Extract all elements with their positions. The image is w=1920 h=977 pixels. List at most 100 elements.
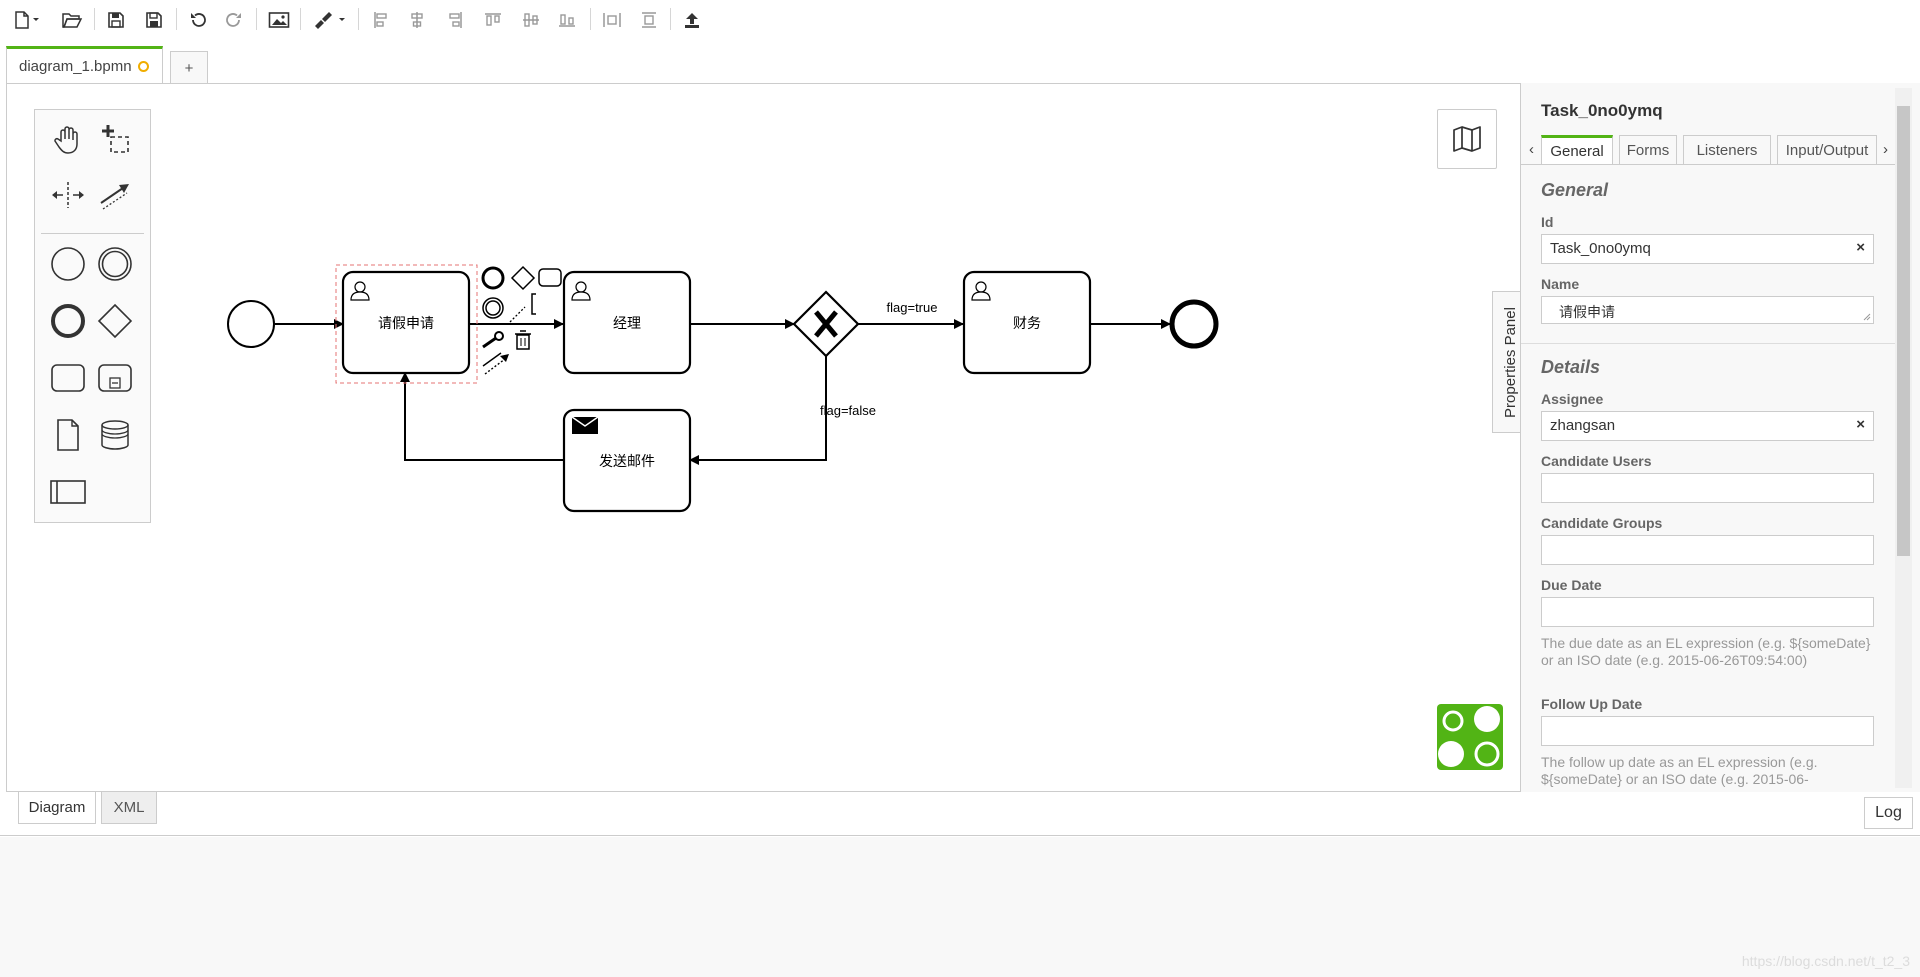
append-intermediate-event-icon[interactable]	[482, 297, 504, 319]
toolbar	[0, 0, 1920, 40]
deploy-icon[interactable]	[680, 6, 704, 34]
user-task-icon	[350, 281, 370, 301]
task-tool-icon[interactable]	[45, 355, 91, 401]
tabs-scroll-right-icon[interactable]: ›	[1883, 141, 1888, 158]
watermark: https://blog.csdn.net/t_t2_3	[1741, 953, 1910, 969]
add-tab-button[interactable]: +	[170, 51, 208, 84]
id-field[interactable]: Task_0no0ymq ×	[1541, 234, 1874, 264]
section-details-title: Details	[1541, 357, 1601, 377]
start-event[interactable]	[227, 300, 275, 348]
align-top-icon[interactable]	[482, 6, 504, 34]
space-tool-icon[interactable]	[45, 172, 91, 218]
connect-icon[interactable]	[482, 352, 509, 375]
tab-listeners[interactable]: Listeners	[1683, 135, 1771, 165]
text-annotation-icon[interactable]	[531, 293, 536, 315]
minimap-toggle-button[interactable]	[1437, 109, 1497, 169]
diagram-canvas[interactable]: 请假申请 经理 flag=true flag=false	[6, 83, 1520, 792]
new-file-icon[interactable]	[12, 6, 42, 34]
id-clear-icon[interactable]: ×	[1856, 239, 1865, 256]
candidate-users-field[interactable]	[1541, 473, 1874, 503]
task-manager-label: 经理	[613, 315, 641, 331]
undo-icon[interactable]	[186, 6, 210, 34]
task-manager[interactable]: 经理	[562, 270, 692, 375]
log-button[interactable]: Log	[1864, 797, 1913, 829]
export-image-icon[interactable]	[266, 6, 292, 34]
end-event[interactable]	[1169, 299, 1219, 349]
subprocess-tool-icon[interactable]	[92, 355, 138, 401]
global-connect-tool-icon[interactable]	[92, 172, 138, 218]
assignee-clear-icon[interactable]: ×	[1856, 416, 1865, 433]
assignee-field-value: zhangsan	[1550, 417, 1616, 434]
pool-tool-icon[interactable]	[45, 469, 91, 515]
task-request-label: 请假申请	[378, 315, 434, 331]
data-store-tool-icon[interactable]	[92, 412, 138, 458]
start-event-tool-icon[interactable]	[45, 241, 91, 287]
align-bottom-icon[interactable]	[556, 6, 578, 34]
tabs-scroll-left-icon[interactable]: ‹	[1529, 141, 1534, 158]
save-as-icon[interactable]	[142, 6, 166, 34]
tab-diagram[interactable]: Diagram	[18, 792, 96, 824]
tab-bar: diagram_1.bpmn +	[0, 46, 1920, 84]
follow-up-date-hint: The follow up date as an EL expression (…	[1541, 754, 1818, 787]
color-icon[interactable]	[310, 6, 348, 34]
align-left-icon[interactable]	[370, 6, 392, 34]
properties-panel: Task_0no0ymq ‹ General Forms Listeners I…	[1520, 83, 1920, 792]
tool-palette	[34, 109, 151, 523]
lasso-tool-icon[interactable]	[92, 116, 138, 162]
properties-scrollbar[interactable]	[1895, 88, 1912, 788]
due-date-field[interactable]	[1541, 597, 1874, 627]
send-message-icon	[571, 416, 599, 434]
gateway-tool-icon[interactable]	[92, 298, 138, 344]
unsaved-indicator-icon	[137, 61, 149, 72]
append-task-icon[interactable]	[538, 268, 562, 287]
task-finance[interactable]: 财务	[962, 270, 1092, 375]
assignee-field[interactable]: zhangsan ×	[1541, 411, 1874, 441]
distribute-horizontal-icon[interactable]	[600, 6, 624, 34]
flow-false-label: flag=false	[820, 403, 876, 418]
data-object-tool-icon[interactable]	[45, 412, 91, 458]
append-end-event-icon[interactable]	[481, 266, 505, 290]
align-center-icon[interactable]	[406, 6, 428, 34]
hand-tool-icon[interactable]	[45, 116, 91, 162]
user-task-icon	[971, 281, 991, 301]
bpmn-io-logo[interactable]	[1437, 704, 1503, 775]
save-icon[interactable]	[104, 6, 128, 34]
align-right-icon[interactable]	[444, 6, 466, 34]
tab-xml[interactable]: XML	[101, 792, 157, 824]
trash-icon[interactable]	[515, 330, 531, 350]
redo-icon[interactable]	[222, 6, 246, 34]
task-send-mail[interactable]: 发送邮件	[562, 408, 692, 513]
bpmn-diagram: 请假申请 经理 flag=true flag=false	[227, 264, 1219, 513]
text-annotation-connector-icon[interactable]	[509, 306, 526, 323]
context-pad	[481, 265, 562, 375]
assignee-label: Assignee	[1541, 391, 1604, 407]
file-tab[interactable]: diagram_1.bpmn	[6, 46, 163, 84]
name-label: Name	[1541, 276, 1580, 292]
name-textarea-value: 请假申请	[1559, 304, 1615, 320]
properties-scrollbar-thumb[interactable]	[1897, 106, 1910, 556]
name-textarea[interactable]: 请假申请	[1541, 296, 1874, 324]
intermediate-event-tool-icon[interactable]	[92, 241, 138, 287]
log-panel: https://blog.csdn.net/t_t2_3	[0, 837, 1920, 977]
flow-gateway-false[interactable]	[689, 356, 827, 465]
task-send-mail-label: 发送邮件	[599, 453, 655, 469]
task-request[interactable]: 请假申请	[335, 264, 478, 384]
align-middle-icon[interactable]	[520, 6, 542, 34]
tab-input-output[interactable]: Input/Output	[1777, 135, 1877, 165]
end-event-tool-icon[interactable]	[45, 298, 91, 344]
id-label: Id	[1541, 214, 1554, 230]
open-icon[interactable]	[60, 6, 84, 34]
candidate-groups-field[interactable]	[1541, 535, 1874, 565]
properties-tabs: ‹ General Forms Listeners Input/Output ›	[1521, 135, 1901, 165]
follow-up-date-field[interactable]	[1541, 716, 1874, 746]
flow-mail-to-request[interactable]	[400, 372, 563, 461]
properties-panel-toggle[interactable]: Properties Panel	[1492, 291, 1520, 433]
bottom-bar: Diagram XML	[0, 792, 1920, 836]
append-gateway-icon[interactable]	[510, 265, 536, 291]
candidate-groups-label: Candidate Groups	[1541, 515, 1663, 531]
wrench-icon[interactable]	[482, 331, 504, 349]
tab-forms[interactable]: Forms	[1619, 135, 1677, 165]
tab-general[interactable]: General	[1541, 135, 1613, 165]
distribute-vertical-icon[interactable]	[638, 6, 660, 34]
exclusive-gateway[interactable]	[792, 290, 860, 358]
